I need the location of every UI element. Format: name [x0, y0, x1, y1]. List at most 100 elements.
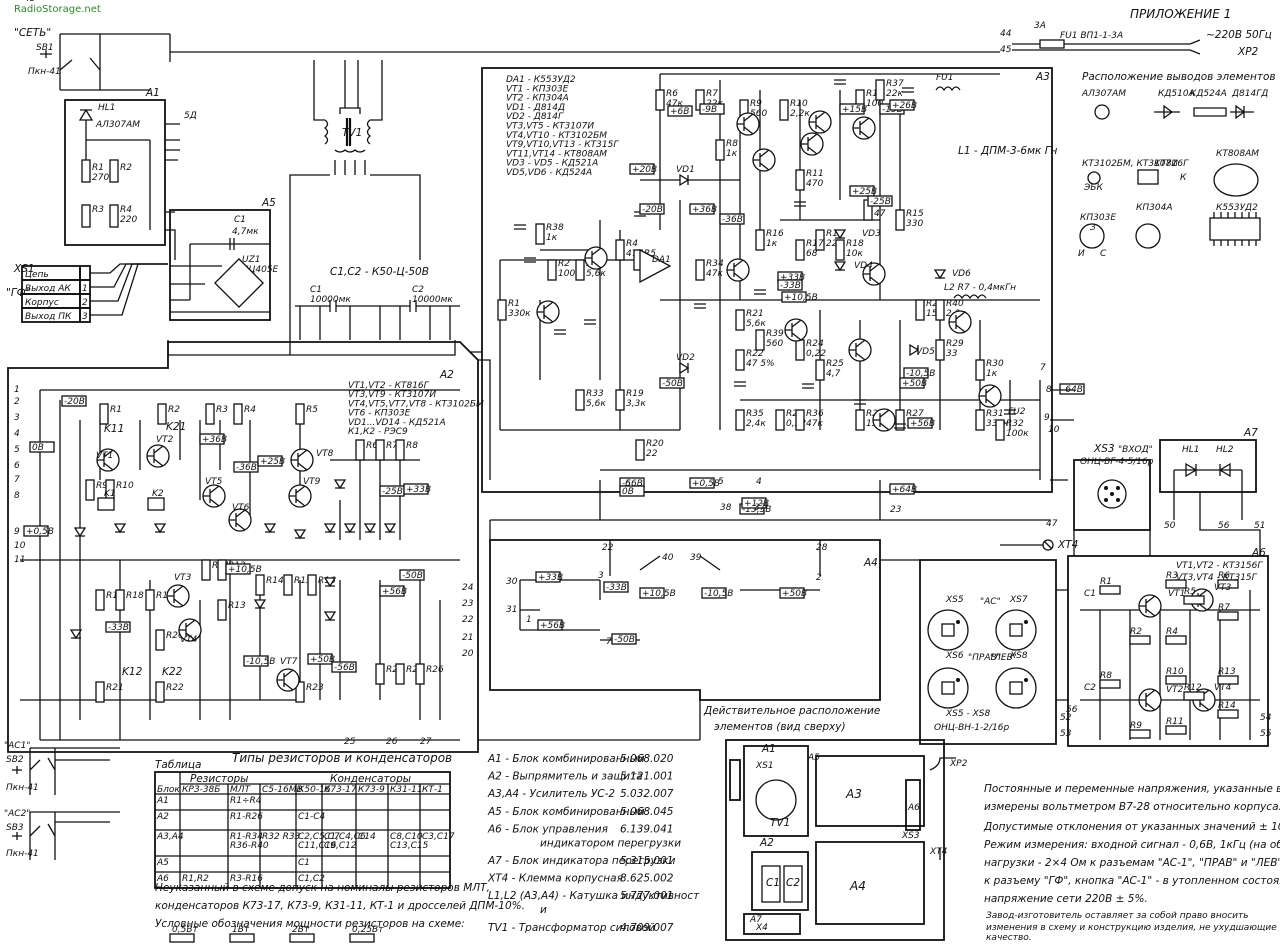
a3-vd2 [679, 361, 690, 375]
a2-pin: 20 [462, 649, 474, 659]
a7-hl2: HL2 [1216, 445, 1234, 455]
a3-value: 330к [508, 309, 531, 319]
caps-wiring [295, 300, 460, 340]
voltage-label: +0,5В [689, 477, 720, 489]
table-header: К31-11 [390, 785, 423, 795]
lp-xp2: XP2 [949, 759, 968, 769]
pin-s: С [1100, 249, 1107, 259]
a3-part: VD1 - Д814Д [506, 103, 565, 113]
a2-pin: 27 [420, 737, 432, 747]
a3-resistor [835, 239, 845, 261]
table-header: К50-16 [298, 785, 331, 795]
a2-vt9: VT9 [303, 477, 321, 487]
a3-value: 1к [986, 369, 998, 379]
block-a4-label: А4 [863, 557, 878, 569]
a6-ref: R10 [1166, 667, 1184, 677]
a2-ref: R3 [216, 405, 228, 415]
voltage-label: +56В [379, 585, 407, 597]
a6-resistor [1217, 709, 1239, 719]
pin-d814: Д814ГД [1231, 89, 1268, 99]
block-a1 [64, 99, 166, 246]
a2-resistor [95, 681, 105, 703]
pin-al307: АЛ307АМ [1081, 89, 1126, 99]
voltage-value: +12В [744, 499, 769, 509]
a3-capacitor [802, 383, 814, 389]
voltage-label: +33В [535, 571, 563, 583]
a1-r2 [109, 159, 119, 183]
voltage-label: +12В [741, 497, 769, 509]
xs1-row-name: Выход ПК [25, 312, 72, 322]
wire-pin: 55 [1260, 729, 1272, 739]
lev-label: "ЛЕВ" [990, 653, 1017, 663]
a6-ref: R9 [1130, 721, 1142, 731]
a1-r2-label: R2 [120, 163, 132, 173]
a2-resistor [205, 403, 215, 425]
a3-transistor [862, 262, 886, 286]
a2-part: VT6 - КП303Е [348, 409, 411, 419]
lp-xs1: XS1 [755, 761, 774, 771]
a3-part: DA1 - К553УД2 [506, 75, 576, 85]
a2-ref: R21 [106, 683, 124, 693]
a3-ref: R24 [806, 339, 824, 349]
wire-pin: 56 [1218, 521, 1230, 531]
xs1-wire [90, 263, 168, 316]
a3-transistor [808, 110, 832, 134]
a3-ref: R16 [766, 229, 784, 239]
voltage-label: -10,5В [701, 587, 733, 599]
table-cell: С2,С5,С7 [298, 832, 340, 842]
a2-ref: R10 [116, 481, 134, 491]
xt4-symbol [1000, 540, 1053, 550]
a6-resistor [1099, 585, 1121, 595]
a6-vt2 [1138, 688, 1162, 712]
a3-resistor [779, 99, 789, 121]
voltage-value: +0,5В [692, 479, 720, 489]
a3-transistor [726, 258, 750, 282]
table-cell: С3,С17 [422, 832, 455, 842]
a3-resistor [875, 79, 885, 101]
a1-r4 [109, 204, 119, 228]
voltage-value: -36В [236, 463, 257, 473]
voltage-label: -10,5В [243, 655, 275, 667]
a3-pin: 6 [625, 479, 631, 489]
a3-pin: 7 [1040, 363, 1046, 373]
a3-ref: R6 [666, 89, 678, 99]
a1-r3-label: R3 [92, 205, 104, 215]
a3-transistor [978, 384, 1002, 408]
a3-capacitor [1004, 409, 1016, 415]
lp-a4: А4 [849, 879, 866, 893]
a6-resistor [1217, 611, 1239, 621]
watermark: RadioStorage.net [14, 4, 101, 15]
a2-resistor [307, 574, 317, 596]
a3-resistor [815, 359, 825, 381]
a1-r4-value: 220 [120, 215, 137, 225]
a6-ref: R12 [1184, 683, 1202, 693]
a2-diode [73, 527, 87, 538]
table-cell: R3-R16 [230, 874, 263, 884]
voltage-label: -25В [379, 485, 405, 497]
table-header: КТ-1 [422, 785, 443, 795]
voltage-label: +25В [849, 185, 877, 197]
a2-diode [263, 523, 277, 534]
a3-vd6-label: VD6 [952, 269, 971, 279]
a3-ref: R19 [626, 389, 644, 399]
block-a5 [169, 209, 271, 321]
cap-c1: С1 [310, 285, 322, 295]
a3-ref: R33 [586, 389, 604, 399]
a6-ref: R14 [1218, 701, 1236, 711]
a6-resistor [1165, 579, 1187, 589]
a3-value: 47 5% [746, 359, 775, 369]
voltage-label: -33В [603, 581, 629, 593]
a2-ref: R26 [426, 665, 444, 675]
a4-pin: 31 [506, 605, 517, 615]
a3-ref: R5 [644, 249, 656, 259]
a3-resistor [895, 409, 905, 431]
pin-kp304: КП304А [1136, 203, 1173, 213]
xs1-name: "ГФ" [6, 287, 31, 299]
a2-ref: R25 [406, 665, 424, 675]
xs-note: XS5 - XS8 [945, 709, 990, 719]
power-switch-wiring [40, 33, 1000, 91]
a3-value: 100к [558, 269, 581, 279]
a2-resistor [395, 439, 405, 461]
